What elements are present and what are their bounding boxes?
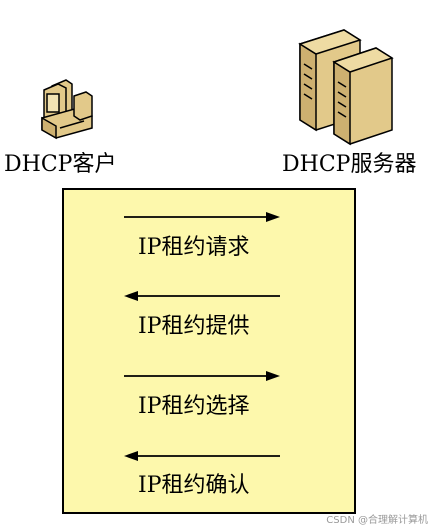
arrow-offer [124, 291, 280, 301]
desktop-computer-icon [41, 79, 93, 140]
message-select: IP租约选择 [138, 394, 250, 419]
message-request: IP租约请求 [138, 235, 250, 260]
client-label: DHCP客户 [4, 152, 117, 177]
arrow-select [124, 371, 280, 381]
server-tower-icon [298, 29, 394, 146]
arrow-ack [124, 451, 280, 461]
watermark: CSDN @合理解计算机 [326, 515, 428, 526]
arrow-request [124, 212, 280, 222]
message-panel [62, 188, 356, 514]
message-ack: IP租约确认 [138, 473, 250, 498]
server-label: DHCP服务器 [282, 152, 417, 177]
message-offer: IP租约提供 [138, 314, 250, 339]
